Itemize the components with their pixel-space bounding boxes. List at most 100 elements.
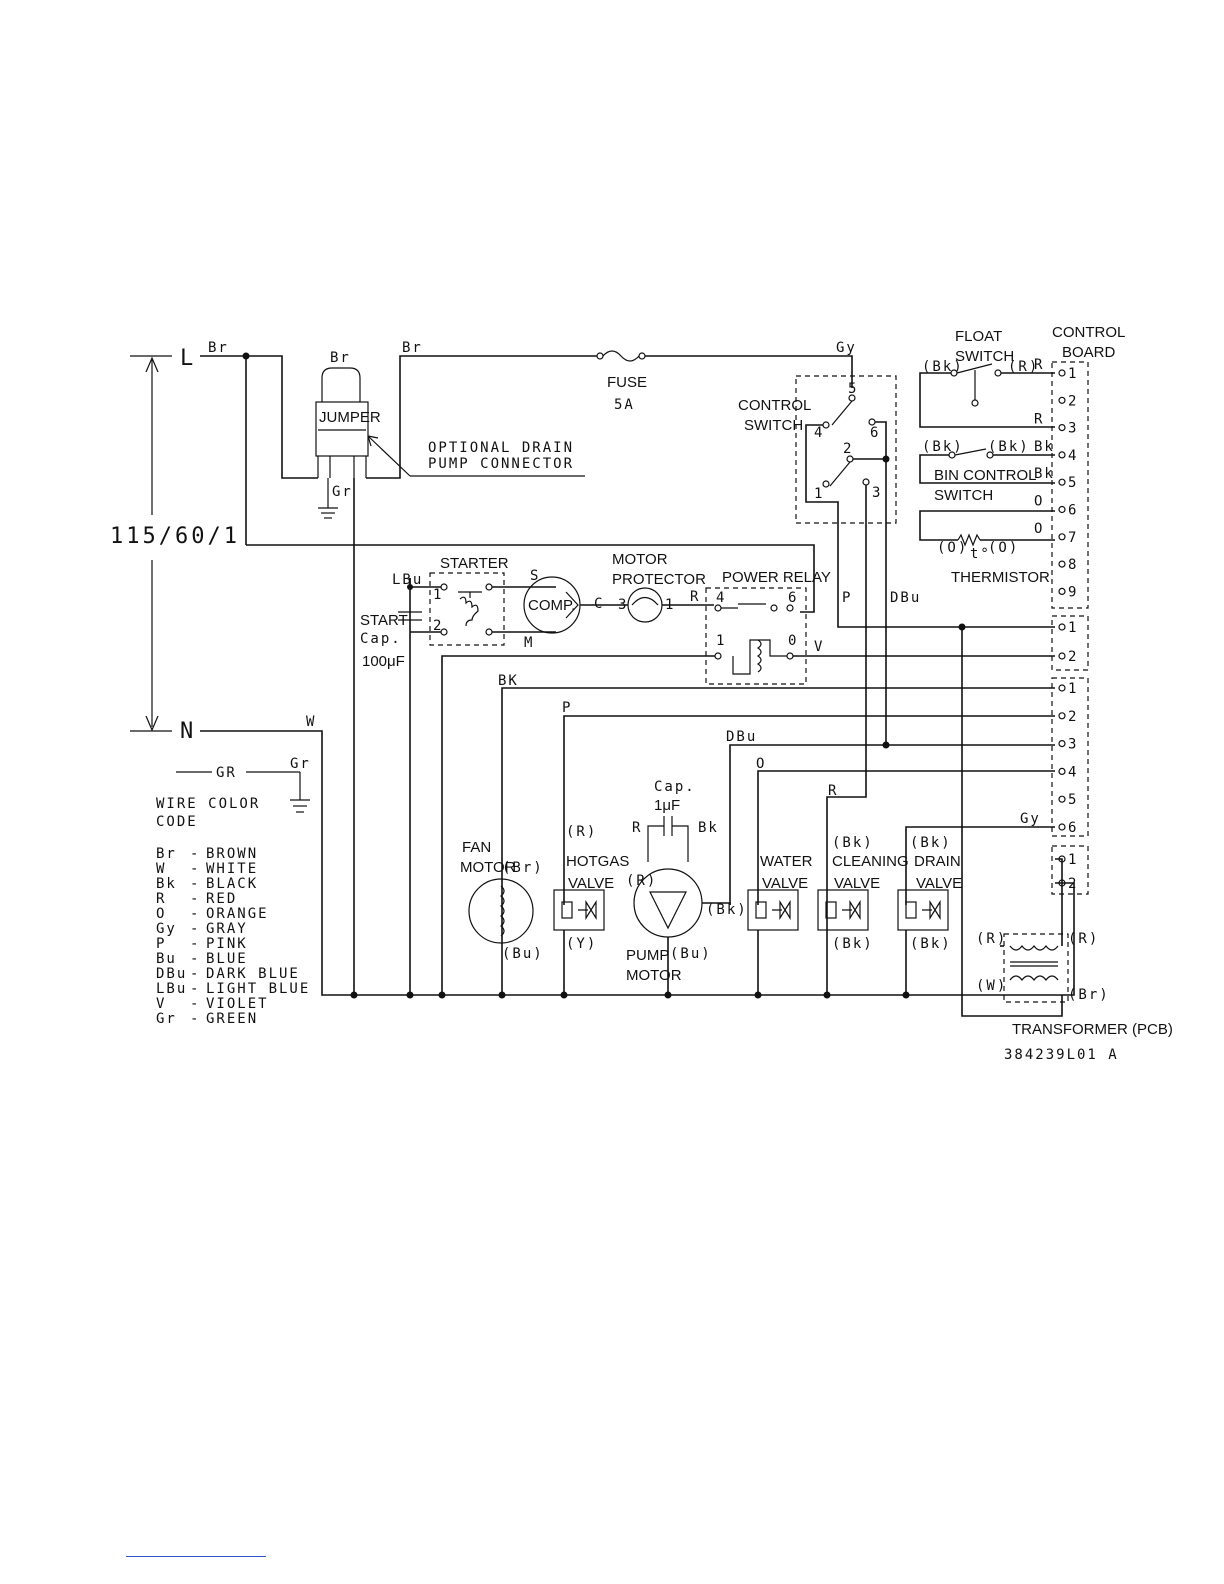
comp-pin-s: S xyxy=(530,568,540,584)
board-c-pin-6: 6 xyxy=(1068,820,1078,836)
legend-dash-3: - xyxy=(190,891,200,907)
cs-pin-6: 6 xyxy=(870,425,880,441)
legend-code-1: W xyxy=(156,861,166,877)
bus-junction-1 xyxy=(406,991,414,999)
starter: STARTER 1 2 xyxy=(429,555,509,646)
wire-lbu-label: LBu xyxy=(392,572,423,588)
pr-pin-4: 4 xyxy=(716,590,726,606)
legend-name-6: PINK xyxy=(206,936,248,952)
st-pin-1: 1 xyxy=(433,587,443,603)
control-switch: CONTROL SWITCH 5 4 6 2 1 3 xyxy=(738,375,897,524)
board-b-terminal-2 xyxy=(1058,652,1066,660)
wire-gy-label-2: Gy xyxy=(1020,811,1041,827)
board-a-terminal-2 xyxy=(1058,396,1066,404)
board-a-pin-8: 8 xyxy=(1068,557,1078,573)
legend-dash-8: - xyxy=(190,966,200,982)
bus-junction-8 xyxy=(902,991,910,999)
wire-gr-label-2: Gr xyxy=(290,756,311,772)
transformer: (R) (R) (W) (Br) TRANSFORMER (PCB) 38423… xyxy=(976,931,1173,1063)
legend-dash-7: - xyxy=(190,951,200,967)
bus-junction-6 xyxy=(754,991,762,999)
compressor: COMP. S C M xyxy=(523,568,604,651)
wire-br-label-1: Br xyxy=(208,340,229,356)
motor-protector: MOTOR PROTECTOR 3 1 xyxy=(612,551,706,623)
drain-valve-label-2: VALVE xyxy=(916,875,962,892)
wire-br-label-2: Br xyxy=(330,350,351,366)
legend-code-7: Bu xyxy=(156,951,177,967)
bin-tag-bk-1: (Bk) xyxy=(922,439,964,455)
legend-dash-1: - xyxy=(190,861,200,877)
float-switch-label-1: FLOAT xyxy=(955,328,1002,345)
water-valve-label-2: VALVE xyxy=(762,875,808,892)
pump-motor-label-2: MOTOR xyxy=(626,967,682,984)
tr-tag-br: (Br) xyxy=(1068,987,1110,1003)
wire-br-label-3: Br xyxy=(402,340,423,356)
board-c-pin-4: 4 xyxy=(1068,764,1078,780)
cs-pin-3: 3 xyxy=(872,485,882,501)
bus-junction-0 xyxy=(350,991,358,999)
pm-cap-r: R xyxy=(632,820,642,836)
wire-color-legend: WIRE COLOR CODE Br-BROWNW-WHITEBk-BLACKR… xyxy=(156,796,308,1027)
board-b-terminal-1 xyxy=(1058,623,1066,631)
legend-dash-9: - xyxy=(190,981,200,997)
board-c-terminal-1 xyxy=(1058,684,1066,692)
dr-tag-bk-1: (Bk) xyxy=(910,835,952,851)
thermistor: (O) (O) t° THERMISTOR xyxy=(919,510,1055,586)
drain-pump-connector-callout: OPTIONAL DRAIN PUMP CONNECTOR xyxy=(367,435,585,477)
cleaning-valve-label-2: VALVE xyxy=(834,875,880,892)
fuse-rating: 5A xyxy=(614,397,635,413)
board-a-pin-1: 1 xyxy=(1068,366,1078,382)
board-a-pin-2: 2 xyxy=(1068,393,1078,409)
board-c-terminal-4 xyxy=(1058,767,1066,776)
legend-name-10: VIOLET xyxy=(206,996,269,1012)
legend-code-10: V xyxy=(156,996,166,1012)
wire-r-label-1: R xyxy=(690,589,700,605)
board-a-terminal-3 xyxy=(1058,424,1066,432)
fan-motor-label-1: FAN xyxy=(462,839,491,856)
board-a-pin-7: 7 xyxy=(1068,530,1078,546)
start-capacitor: START Cap. 100μF xyxy=(360,584,422,670)
voltage-rating: 115/60/1 xyxy=(110,524,240,549)
legend-code-3: R xyxy=(156,891,166,907)
board-a-wire-6: O xyxy=(1034,494,1044,510)
board-a-wire-3: R xyxy=(1034,412,1044,428)
pump-motor-label-1: PUMP xyxy=(626,947,669,964)
tr-tag-r-2: (R) xyxy=(1068,931,1099,947)
wire-v-label: V xyxy=(814,639,824,655)
comp-pin-c: C xyxy=(594,596,604,612)
legend-name-4: ORANGE xyxy=(206,906,269,922)
pump-cap-label-1: Cap. xyxy=(654,779,696,795)
legend-code-9: LBu xyxy=(156,981,187,997)
board-b-pin-1: 1 xyxy=(1068,620,1078,636)
wire-bk-label: BK xyxy=(498,673,519,689)
power-supply: L N 115/60/1 xyxy=(110,346,240,744)
board-a-pin-3: 3 xyxy=(1068,421,1078,437)
legend-name-7: BLUE xyxy=(206,951,248,967)
legend-name-3: RED xyxy=(206,891,237,907)
board-a-terminal-8 xyxy=(1058,560,1066,568)
st-pin-2: 2 xyxy=(433,618,443,634)
legend-name-0: BROWN xyxy=(206,846,258,862)
legend-name-8: DARK BLUE xyxy=(206,966,300,982)
th-tag-o-1: (O) xyxy=(937,540,968,556)
hotgas-valve: (R) HOTGAS VALVE (Y) xyxy=(553,824,629,952)
bus-junction-7 xyxy=(823,991,831,999)
starter-label: STARTER xyxy=(440,555,509,572)
bus-junction-3 xyxy=(498,991,506,999)
board-c-pin-5: 5 xyxy=(1068,792,1078,808)
control-switch-label-1: CONTROL xyxy=(738,397,811,414)
bus-junction-5 xyxy=(664,991,672,999)
pump-cap-label-2: 1μF xyxy=(654,797,680,814)
fan-tag-bu: (Bu) xyxy=(502,946,544,962)
cs-pin-4: 4 xyxy=(814,425,824,441)
hotgas-label-1: HOTGAS xyxy=(566,853,629,870)
legend-dash-6: - xyxy=(190,936,200,952)
legend-code-5: Gy xyxy=(156,921,177,937)
motor-protector-label-2: PROTECTOR xyxy=(612,571,706,588)
hotgas-label-2: VALVE xyxy=(568,875,614,892)
bin-control-label-1: BIN CONTROL xyxy=(934,467,1037,484)
fs-tag-r: (R) xyxy=(1008,359,1039,375)
legend-code-2: Bk xyxy=(156,876,177,892)
comp-pin-m: M xyxy=(524,635,534,651)
